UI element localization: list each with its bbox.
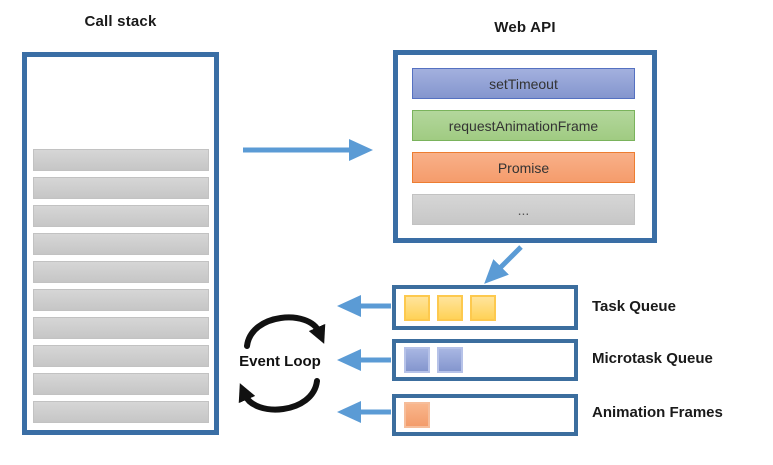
task-queue-label: Task Queue (592, 298, 676, 315)
web-api-item-settimeout: setTimeout (412, 68, 635, 99)
microtask-queue-label: Microtask Queue (592, 350, 713, 367)
web-api-box: setTimeout requestAnimationFrame Promise… (393, 50, 657, 243)
task-queue-item (470, 294, 496, 321)
stack-frame (32, 177, 209, 199)
microtask-queue-item (404, 347, 430, 373)
stack-frame (32, 373, 209, 395)
stack-frame (32, 401, 209, 423)
web-api-item-ellipsis: ... (412, 194, 635, 225)
call-stack-title: Call stack (84, 13, 157, 30)
task-queue-box (392, 285, 578, 330)
stack-frame (32, 317, 209, 339)
arrow-webapi-to-taskqueue (484, 245, 523, 284)
event-loop-arc-top (244, 314, 326, 349)
web-api-bars: setTimeout requestAnimationFrame Promise… (412, 68, 635, 236)
animation-frames-item (404, 402, 430, 428)
microtask-queue-item (437, 347, 463, 373)
stack-frame (32, 149, 209, 171)
web-api-title: Web API (494, 19, 556, 36)
event-loop-arc-bottom (238, 378, 320, 413)
animation-frames-label: Animation Frames (592, 404, 723, 421)
call-stack-box (22, 52, 219, 435)
stack-frame (32, 261, 209, 283)
web-api-item-promise: Promise (412, 152, 635, 183)
microtask-queue-box (392, 339, 578, 381)
call-stack-frames (27, 149, 214, 423)
stack-frame (32, 289, 209, 311)
stack-frame (32, 205, 209, 227)
event-loop-label: Event Loop (239, 353, 321, 370)
animation-frames-box (392, 394, 578, 436)
stack-frame (32, 345, 209, 367)
web-api-item-requestanimationframe: requestAnimationFrame (412, 110, 635, 141)
stack-frame (32, 233, 209, 255)
task-queue-item (437, 294, 463, 321)
task-queue-item (404, 294, 430, 321)
